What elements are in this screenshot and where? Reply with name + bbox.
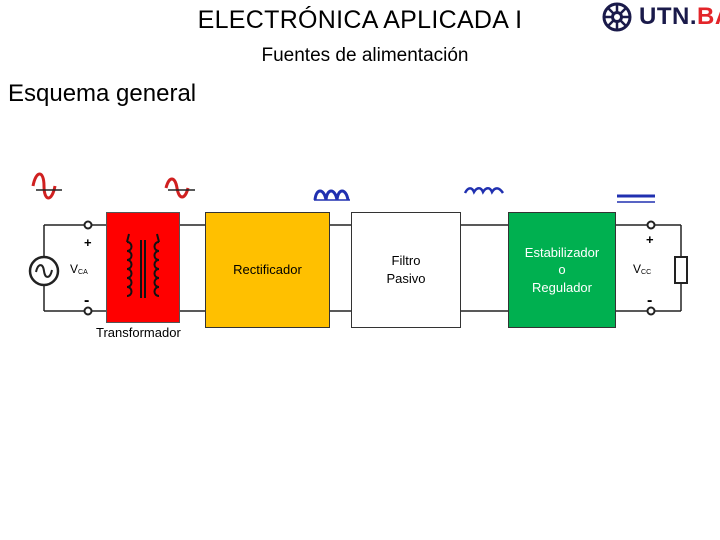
input-voltage-label: VCA: [70, 262, 88, 276]
minus-sign-in: -: [84, 292, 89, 309]
transformer-label: Transformador: [96, 325, 181, 340]
ac-source-icon: [28, 224, 88, 312]
transformer-block: [106, 212, 180, 323]
sine-wave-icon: [31, 172, 62, 200]
rectifier-block: Rectificador: [205, 212, 330, 328]
resistor-icon: [674, 225, 688, 311]
transformer-coil-icon: [126, 233, 160, 298]
plus-sign-out: +: [646, 232, 654, 247]
stabilizer-label-line1: Estabilizador: [524, 244, 600, 260]
minus-sign-out: -: [647, 292, 652, 309]
page-title: ELECTRÓNICA APLICADA I: [197, 6, 523, 34]
filter-label-line1: Filtro: [391, 253, 421, 269]
logo-main: UTN.: [639, 3, 697, 30]
dc-line-icon: [617, 194, 655, 203]
logo-text: UTN.BA: [639, 3, 720, 31]
rectifier-label: Rectificador: [233, 262, 302, 278]
filter-block: Filtro Pasivo: [351, 212, 461, 328]
page-subtitle: Fuentes de alimentación: [261, 45, 469, 66]
rectified-wave-icon: [313, 189, 350, 201]
ripple-wave-icon: [463, 187, 505, 195]
sine-wave-icon-2: [164, 177, 195, 199]
filter-label-line2: Pasivo: [386, 271, 426, 286]
stabilizer-block: Estabilizador o Regulador: [508, 212, 616, 328]
stabilizer-label-line3: Regulador: [532, 279, 592, 295]
plus-sign-in: +: [84, 235, 92, 250]
section-heading: Esquema general: [8, 80, 197, 107]
logo-accent: BA: [697, 3, 720, 30]
stabilizer-label-line2: o: [558, 262, 566, 278]
output-voltage-label: VCC: [633, 262, 652, 276]
